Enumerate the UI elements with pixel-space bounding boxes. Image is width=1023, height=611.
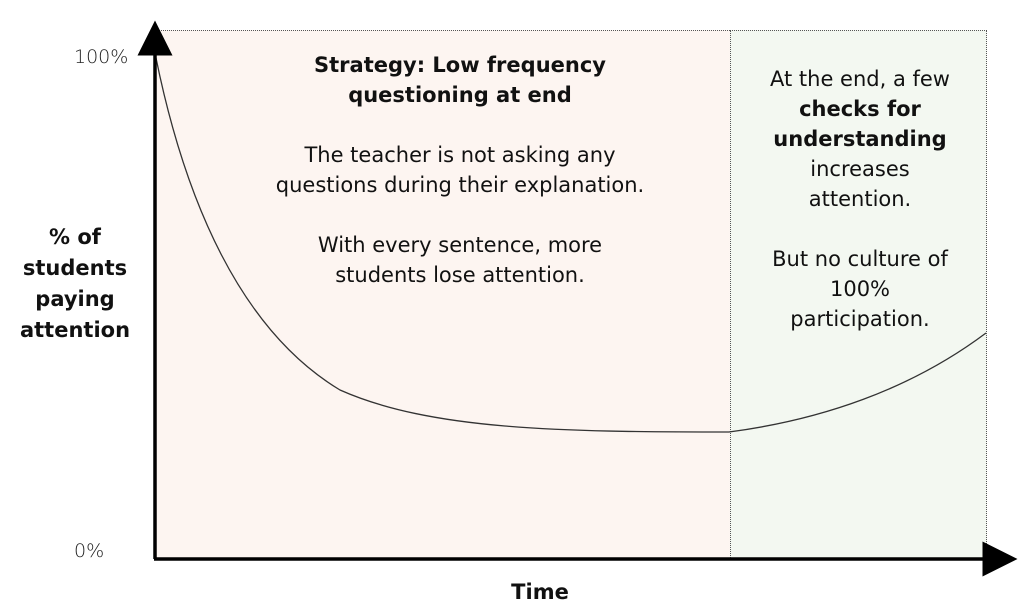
y-tick-0: 0% [74, 540, 105, 562]
end-checks-region [730, 30, 987, 558]
right-annotation: At the end, a few checks for understandi… [735, 64, 985, 364]
y-label-line: attention [19, 318, 131, 342]
y-label-line: paying [35, 287, 115, 311]
annotation-bold: understanding [773, 127, 947, 151]
annotation-text: participation. [790, 307, 930, 331]
annotation-text: students lose attention. [335, 263, 585, 287]
y-label-line: % of [49, 225, 101, 249]
y-axis-label: % of students paying attention [0, 222, 150, 346]
annotation-bold: checks for [799, 97, 921, 121]
annotation-text: The teacher is not asking any [304, 143, 616, 167]
y-label-line: students [22, 256, 128, 280]
strategy-title: Strategy: Low frequency [314, 53, 606, 77]
strategy-title: questioning at end [348, 83, 572, 107]
left-annotation: Strategy: Low frequency questioning at e… [210, 50, 710, 320]
annotation-text: With every sentence, more [317, 233, 603, 257]
x-axis-label: Time [511, 580, 569, 604]
annotation-text: 100% [829, 277, 891, 301]
y-tick-100: 100% [74, 46, 129, 68]
annotation-text: increases [810, 157, 910, 181]
explanation-region [156, 30, 730, 558]
annotation-text: questions during their explanation. [275, 173, 645, 197]
annotation-text: attention. [808, 187, 912, 211]
attention-curve [155, 57, 987, 433]
annotation-text: At the end, a few [770, 67, 950, 91]
annotation-text: But no culture of [772, 247, 948, 271]
